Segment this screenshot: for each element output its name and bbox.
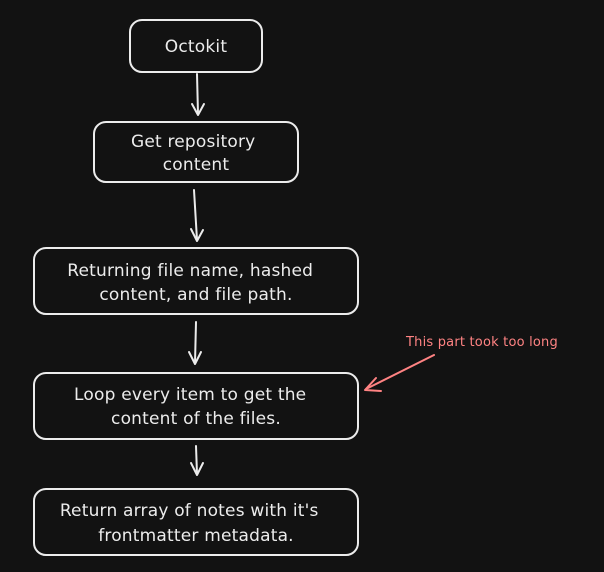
edge-1-shaft [196, 73, 199, 115]
annotation-arrow [364, 354, 435, 392]
node-get-repository-content-line-2: content [163, 155, 230, 175]
node-loop-every-item-line-2: content of the files. [111, 409, 281, 429]
node-get-repository-content: Get repository content [93, 121, 299, 183]
svg-text:Loop every item to get the: Loop every item to get the content of th… [74, 385, 312, 429]
node-returning-file-details-box [33, 247, 359, 315]
edge-2-shaft [193, 189, 198, 241]
node-get-repository-content-line-1: Get repository [131, 132, 255, 152]
edge-1-arrowhead [191, 103, 205, 116]
edge-3-arrowhead [188, 351, 202, 365]
annotation-arrow-shaft [365, 354, 435, 390]
edge-octokit-to-get-repository-content [191, 73, 205, 116]
node-octokit: Octokit [129, 19, 263, 73]
node-return-array-of-notes: Return array of notes with it's frontmat… [33, 488, 359, 556]
annotation-arrow-head [364, 377, 382, 392]
node-returning-file-details: Returning file name, hashed content, and… [33, 247, 359, 315]
node-return-array-of-notes-box [33, 488, 359, 556]
svg-text:Return array of notes with it': Return array of notes with it's frontmat… [60, 501, 324, 546]
svg-text:Get repository content: Get repository content [131, 132, 261, 175]
edge-2-arrowhead [190, 228, 204, 242]
edge-4-arrowhead [190, 462, 204, 476]
edge-loop-every-item-to-return-array-of-notes [190, 445, 204, 476]
node-loop-every-item-box [33, 372, 359, 440]
svg-text:Returning file name, hashed: Returning file name, hashed content, and… [67, 261, 319, 305]
edge-3-shaft [194, 321, 197, 364]
node-return-array-of-notes-line-2: frontmatter metadata. [98, 526, 294, 546]
node-return-array-of-notes-line-1: Return array of notes with it's [60, 501, 319, 521]
annotation: This part took too long [364, 335, 558, 392]
edge-returning-file-details-to-loop-every-item [188, 321, 202, 365]
annotation-text: This part took too long [405, 335, 558, 350]
node-get-repository-content-box [93, 121, 299, 183]
node-octokit-line-1: Octokit [165, 37, 228, 57]
edge-4-shaft [195, 445, 198, 475]
edge-get-repository-content-to-returning-file-details [190, 189, 204, 242]
svg-text:Octokit: Octokit [165, 37, 228, 57]
node-loop-every-item-line-1: Loop every item to get the [74, 385, 306, 405]
node-returning-file-details-line-2: content, and file path. [99, 285, 292, 305]
node-loop-every-item: Loop every item to get the content of th… [33, 372, 359, 440]
node-octokit-box [129, 19, 263, 73]
node-returning-file-details-line-1: Returning file name, hashed [67, 261, 313, 281]
